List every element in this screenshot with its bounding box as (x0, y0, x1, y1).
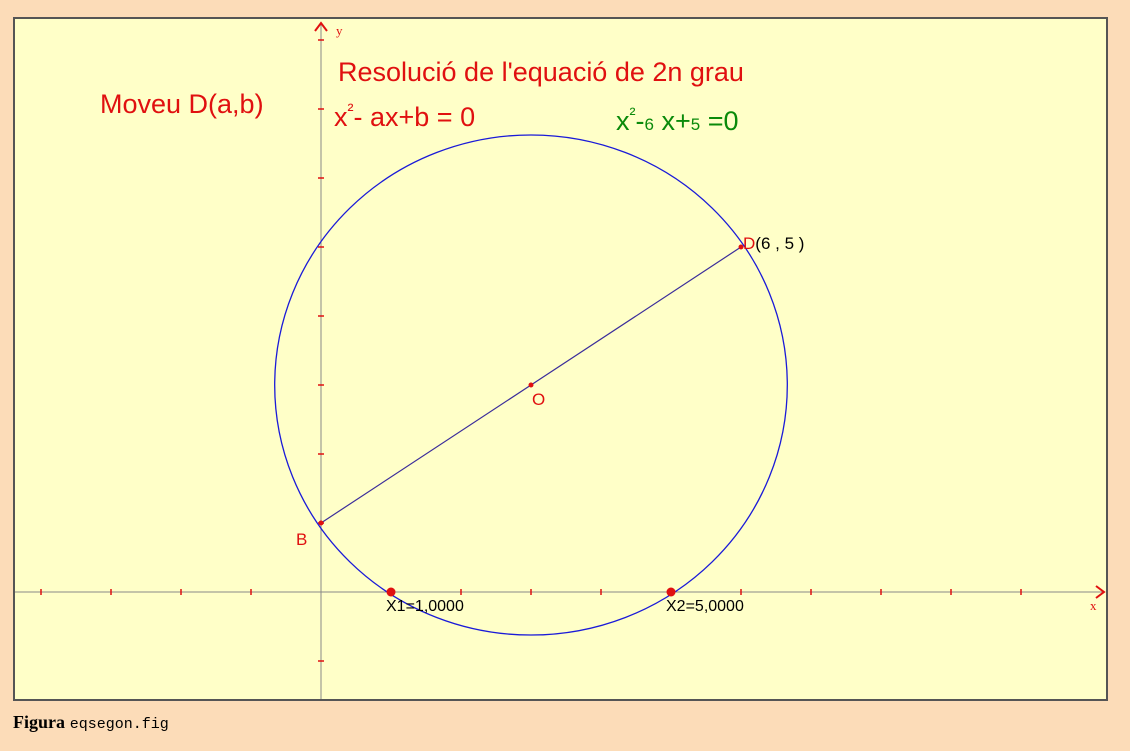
root-point-x1 (386, 587, 396, 597)
point-label-b: B (296, 530, 308, 549)
general-equation: x²- ax+b = 0 (334, 101, 475, 131)
y-axis-label: y (336, 23, 343, 38)
x-axis-label: x (1090, 598, 1097, 613)
root-label-x2: X2=5,0000 (666, 598, 744, 615)
instruction-text: Moveu D(a,b) (100, 89, 264, 119)
specific-b-value: 5 (690, 115, 701, 134)
point-label-d: D(6 , 5 ) (743, 235, 804, 252)
figure-caption: Figura eqsegon.fig (13, 712, 169, 733)
point-label-o: O (532, 390, 546, 409)
solution-circle (274, 134, 788, 636)
caption-bold: Figura (13, 712, 65, 732)
specific-equation: x²-6 x+5 =0 (616, 105, 739, 135)
specific-base: x (616, 106, 630, 136)
point-b (318, 520, 324, 526)
center-point-o (528, 382, 534, 388)
point-d (738, 244, 744, 250)
x-axis-arrow (1095, 585, 1106, 599)
equation-rest: - ax+b = 0 (353, 102, 476, 132)
equation-exponent: ² (347, 100, 354, 120)
specific-a-value: 6 (644, 115, 654, 134)
caption-filename: eqsegon.fig (69, 716, 169, 733)
geometry-canvas[interactable] (15, 19, 1108, 701)
specific-tail: =0 (700, 106, 739, 136)
point-d-name: D (743, 234, 756, 253)
root-point-x2 (666, 587, 676, 597)
point-d-coords: (6 , 5 ) (755, 234, 805, 253)
specific-minus: - (635, 106, 645, 136)
y-axis-arrow (314, 21, 328, 32)
root-label-x1: X1=1,0000 (386, 598, 464, 615)
specific-x-term: x+ (653, 106, 691, 136)
equation-base: x (334, 102, 348, 132)
figure-title: Resolució de l'equació de 2n grau (338, 57, 744, 87)
specific-exponent: ² (629, 104, 636, 124)
geometry-figure[interactable]: Resolució de l'equació de 2n grau Moveu … (13, 17, 1108, 701)
